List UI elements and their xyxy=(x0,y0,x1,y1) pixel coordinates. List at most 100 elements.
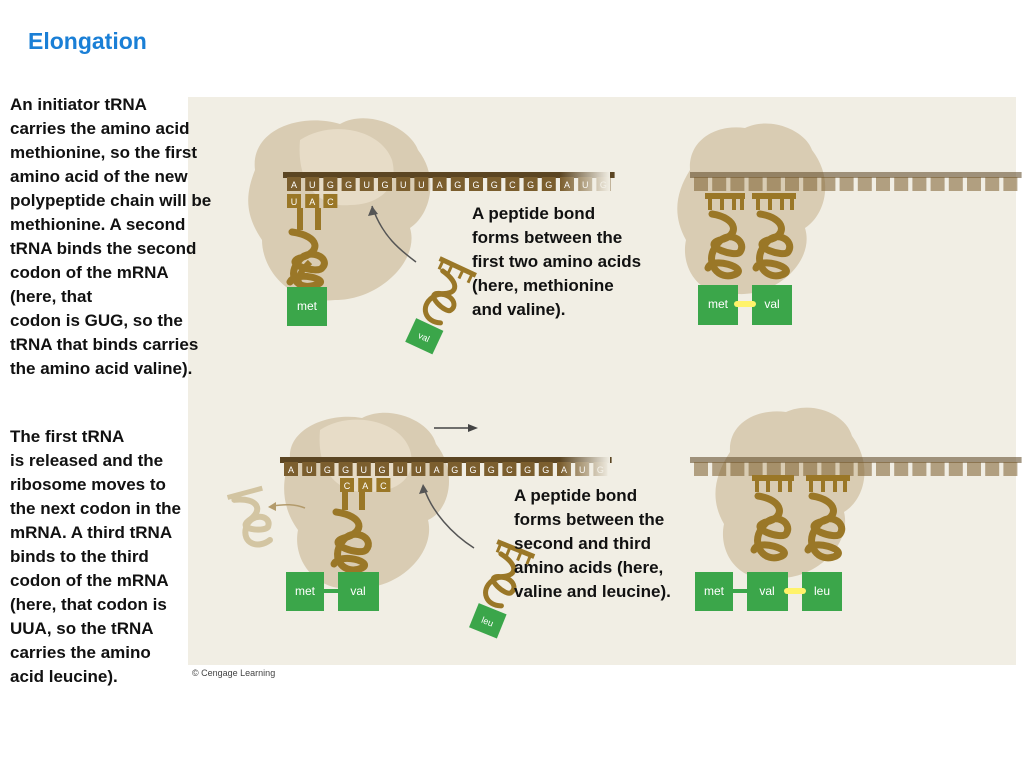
amino-val-2 xyxy=(752,285,792,325)
mrna-base-letter: G xyxy=(488,465,495,475)
anticodon-letter: C xyxy=(344,481,351,491)
arrowhead-translocation xyxy=(468,424,478,432)
mrna-base xyxy=(748,462,763,476)
mrna-base xyxy=(857,462,872,476)
mrna-base xyxy=(287,177,301,191)
mrna-base-letter: U xyxy=(364,180,371,190)
mrna-base xyxy=(505,177,520,191)
mrna-base xyxy=(730,177,745,191)
mrna-base xyxy=(375,462,389,476)
mrna-base xyxy=(766,177,781,191)
mrna-base xyxy=(857,177,872,191)
mrna-base xyxy=(894,177,909,191)
mrna-base xyxy=(284,462,298,476)
mrna-base-letter: U xyxy=(400,180,407,190)
mrna-base xyxy=(839,177,854,191)
mrna-base xyxy=(1003,177,1018,191)
mrna-base xyxy=(447,462,462,476)
mrna-base xyxy=(912,462,927,476)
caption-peptide-bond-1: A peptide bond forms between the first t… xyxy=(472,204,642,319)
anticodon-base xyxy=(323,194,338,208)
mrna-base xyxy=(305,177,320,191)
mrna-base xyxy=(432,177,447,191)
mrna-base xyxy=(341,177,356,191)
mrna-base xyxy=(450,177,465,191)
trna-val-3 xyxy=(330,492,372,574)
amino-met-2 xyxy=(698,285,738,325)
mrna-backbone xyxy=(280,457,612,463)
mrna-base-letter: U xyxy=(306,465,313,475)
mrna-base xyxy=(466,462,480,476)
copyright-credit: © Cengage Learning xyxy=(192,668,276,678)
slide-title: Elongation xyxy=(28,28,147,54)
mrna-base xyxy=(520,462,535,476)
mrna-base xyxy=(487,177,502,191)
amino-met-label-3: met xyxy=(295,584,316,598)
mrna-base-letter: U xyxy=(361,465,368,475)
mrna-base xyxy=(876,462,890,476)
amino-leu-incoming xyxy=(469,603,507,639)
amino-met-label-4: met xyxy=(704,584,725,598)
amino-val-label-3: val xyxy=(350,584,365,598)
amino-met-label-1: met xyxy=(297,299,318,313)
mrna-base-letter: G xyxy=(542,465,549,475)
mrna-base-letter: C xyxy=(506,465,513,475)
anticodon-base xyxy=(340,478,354,492)
mrna-base xyxy=(803,462,818,476)
amino-val-4 xyxy=(747,572,788,611)
mrna-base xyxy=(411,462,426,476)
amino-leu-label-4: leu xyxy=(814,584,830,598)
mrna-base xyxy=(748,177,763,191)
mrna-base xyxy=(1003,462,1018,476)
mrna-base xyxy=(766,462,781,476)
mrna-strand-4 xyxy=(690,457,1022,476)
mrna-base xyxy=(694,462,708,476)
trna-val-incoming: val xyxy=(405,256,477,355)
trna-val-2 xyxy=(752,193,796,280)
amino-met-1 xyxy=(287,287,327,326)
caption-peptide-bond-2: A peptide bond forms between the second … xyxy=(514,486,671,601)
anticodon-base xyxy=(376,478,391,492)
mrna-base-letter: G xyxy=(327,180,334,190)
amino-met-3 xyxy=(286,572,324,611)
mrna-base xyxy=(538,462,553,476)
mrna-base xyxy=(323,177,338,191)
anticodon-base xyxy=(287,194,301,208)
mrna-strand-1: AUGGUGUUAGGGCGGAUG xyxy=(283,172,615,191)
mrna-base xyxy=(821,177,836,191)
arrowhead-release xyxy=(268,502,276,511)
mrna-base xyxy=(821,462,836,476)
mrna-base xyxy=(985,177,1000,191)
mrna-base xyxy=(356,462,371,476)
mrna-base xyxy=(785,462,799,476)
amino-val-label-2: val xyxy=(764,297,779,311)
mrna-base xyxy=(694,177,708,191)
mrna-base-letter: U xyxy=(415,465,422,475)
mrna-backbone xyxy=(690,172,1022,178)
amino-leu-4 xyxy=(802,572,842,611)
panel-1: AUGGUGUUAGGGCGGAUG UAC met val xyxy=(248,118,615,355)
panel-2: met val xyxy=(677,123,1022,325)
mrna-base-letter: G xyxy=(472,180,479,190)
mrna-base xyxy=(396,177,411,191)
mrna-base xyxy=(302,462,317,476)
amino-met-4 xyxy=(695,572,733,611)
mrna-base xyxy=(502,462,517,476)
panel-4: met val leu xyxy=(690,407,1022,611)
trna-released xyxy=(226,485,273,548)
mrna-base xyxy=(930,177,945,191)
mrna-base xyxy=(338,462,353,476)
panel-3: AUGGUGUUAGGGCGGAUG CAC met val leu xyxy=(226,412,612,639)
mrna-strand-2 xyxy=(690,172,1022,191)
mrna-base xyxy=(469,177,483,191)
mrna-base-letter: G xyxy=(469,465,476,475)
peptide-link-4 xyxy=(733,589,747,593)
mrna-base-letter: G xyxy=(524,465,531,475)
amino-met-label-2: met xyxy=(708,297,729,311)
mrna-backbone xyxy=(283,172,615,178)
trna-leu-incoming: leu xyxy=(469,539,536,639)
trna-leu-4 xyxy=(804,475,850,562)
mrna-base-letter: G xyxy=(342,465,349,475)
explanation-text-1: An initiator tRNA carries the amino acid… xyxy=(10,95,212,378)
